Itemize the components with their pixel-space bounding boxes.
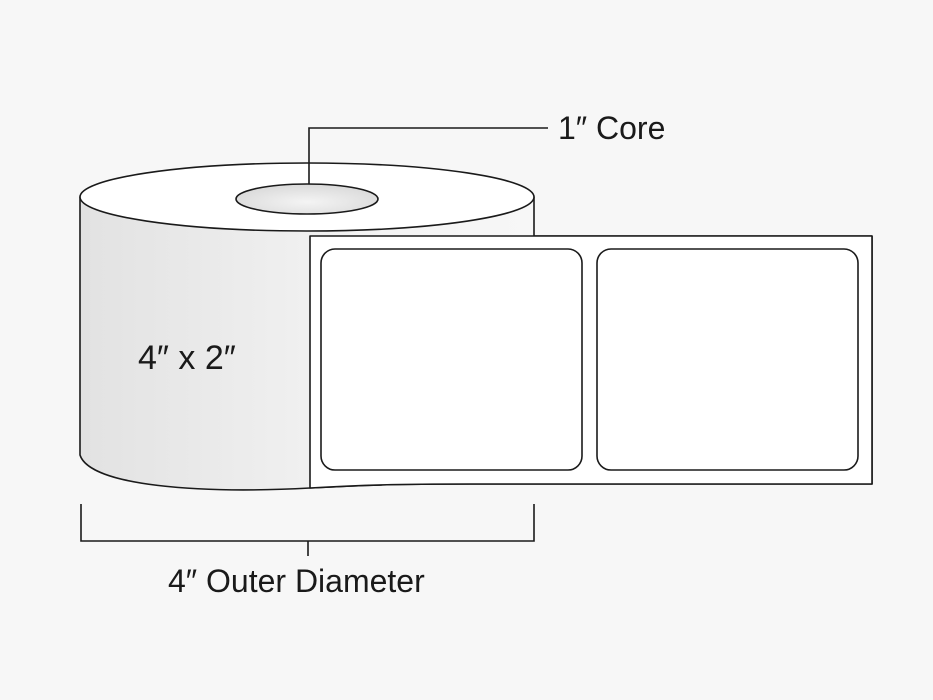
- diameter-bracket: [80, 504, 535, 542]
- roll-core: [235, 183, 379, 215]
- label-2: [596, 248, 859, 471]
- core-size-label: 1″ Core: [558, 110, 666, 146]
- label-1: [320, 248, 583, 471]
- outer-diameter-label: 4″ Outer Diameter: [168, 563, 425, 599]
- core-leader-line: [308, 127, 548, 184]
- label-size-label: 4″ x 2″: [138, 339, 236, 377]
